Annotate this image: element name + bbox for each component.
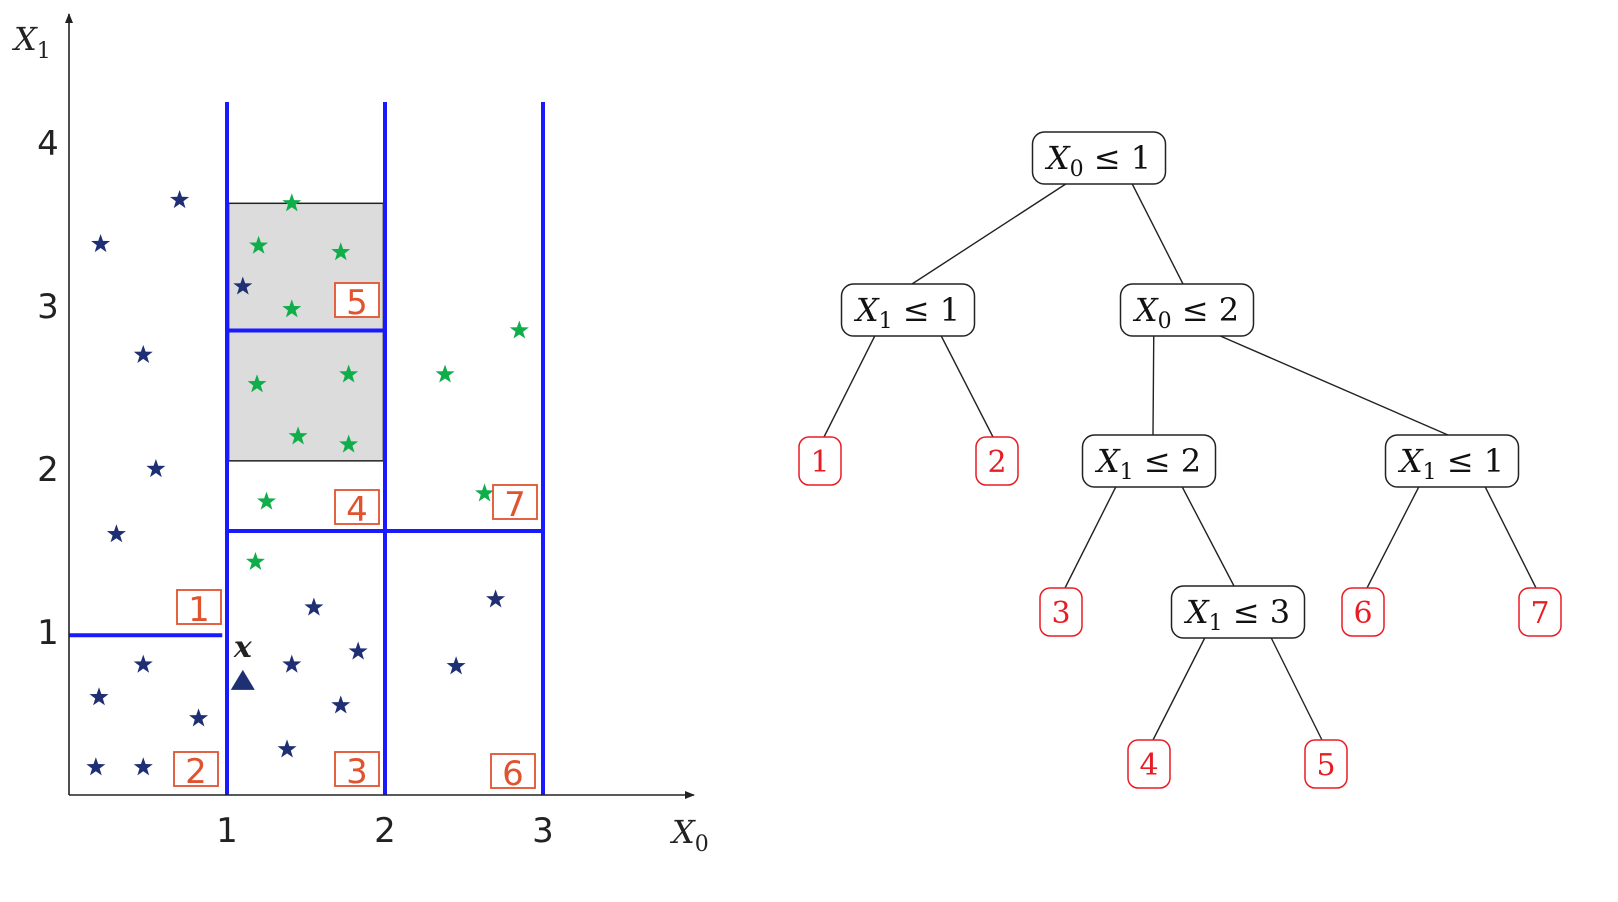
- region-label-box: [173, 751, 219, 787]
- tree-edge: [940, 335, 994, 438]
- tree-edge: [823, 335, 876, 438]
- split-node-n_rlr: [1170, 585, 1306, 639]
- tree-edge: [1064, 486, 1117, 589]
- tree-edge: [1181, 486, 1235, 587]
- split-condition-n_rr: X1 ≤ 1: [1397, 442, 1504, 485]
- split-node-n_rl: [1081, 434, 1217, 488]
- split-boundaries: [69, 102, 545, 795]
- region-label-4: 4: [346, 490, 368, 530]
- leaf-label-2: 2: [987, 445, 1006, 480]
- leaf-node-3: [1039, 587, 1083, 637]
- region-labels: 1 2 3 4 5 6 7: [173, 282, 538, 794]
- dark-star-point: [331, 695, 351, 714]
- green-star-point: [245, 551, 265, 570]
- leaf-label-6: 6: [1353, 596, 1372, 631]
- leaf-label-5: 5: [1316, 748, 1335, 783]
- region-label-5: 5: [346, 283, 368, 323]
- split-condition-n_rlr: X1 ≤ 3: [1183, 593, 1290, 636]
- region-label-box: [492, 484, 538, 520]
- dark-star-point: [486, 589, 506, 608]
- region-label-3: 3: [346, 752, 368, 792]
- shaded-regions: [227, 202, 385, 462]
- split-condition-n_rl: X1 ≤ 2: [1094, 442, 1201, 485]
- leaf-node-1: [798, 436, 842, 486]
- dark-star-point: [170, 190, 190, 209]
- tree-edges: [823, 183, 1537, 741]
- green-star-point: [509, 320, 529, 339]
- y-tick-label: 4: [37, 124, 59, 164]
- region-label-box: [176, 589, 222, 625]
- dark-star-point: [86, 757, 106, 776]
- leaf-node-7: [1518, 587, 1562, 637]
- region-label-7: 7: [504, 485, 526, 525]
- green-star-point: [435, 364, 455, 383]
- region-label-6: 6: [502, 754, 524, 794]
- split-condition-n_r: X0 ≤ 2: [1132, 291, 1239, 334]
- y-tick-label: 2: [37, 450, 59, 490]
- dark-star-point: [146, 459, 166, 478]
- dark-star-point: [282, 654, 302, 673]
- region-label-box: [334, 489, 380, 525]
- dark-star-point: [91, 234, 111, 253]
- decision-tree: X0 ≤ 1 X1 ≤ 1 X0 ≤ 2 X1 ≤ 2 X1 ≤ 1 X1 ≤ 3 1 2 3 4…: [798, 131, 1562, 789]
- dark-star-point: [348, 641, 368, 660]
- region-label-box: [490, 753, 536, 789]
- dark-star-point: [304, 597, 324, 616]
- split-node-n_r: [1119, 283, 1255, 337]
- tree-nodes: X0 ≤ 1 X1 ≤ 1 X0 ≤ 2 X1 ≤ 2 X1 ≤ 1 X1 ≤ 3 1 2 3 4…: [798, 131, 1562, 789]
- x-tick-label: 2: [374, 811, 396, 851]
- dark-star-point: [189, 708, 209, 727]
- green-star-point: [475, 483, 495, 502]
- dark-star-point: [446, 656, 466, 675]
- y-tick-label: 3: [37, 287, 59, 327]
- tree-edge: [1152, 637, 1206, 741]
- region-label-box: [334, 751, 380, 787]
- dark-star-point: [89, 687, 109, 706]
- dark-star-point: [277, 739, 297, 758]
- leaf-label-3: 3: [1051, 596, 1070, 631]
- dark-star-point: [133, 344, 153, 363]
- dark-star-point: [106, 524, 126, 543]
- y-tick-label: 1: [37, 613, 59, 653]
- query-point: x: [230, 630, 255, 690]
- leaf-node-5: [1304, 739, 1348, 789]
- region-label-1: 1: [188, 590, 210, 630]
- leaf-label-1: 1: [810, 445, 829, 480]
- tree-edge: [1484, 486, 1537, 589]
- split-condition-n_l: X1 ≤ 1: [853, 291, 960, 334]
- query-point-marker: [230, 669, 255, 690]
- x-tick-label: 1: [216, 811, 238, 851]
- x-tick-label: 3: [532, 811, 554, 851]
- tree-edge: [911, 183, 1067, 285]
- dark-star-point: [133, 654, 153, 673]
- y-axis-label: X1: [11, 20, 51, 64]
- query-point-label: x: [233, 630, 253, 665]
- x-axis-label: X0: [669, 813, 709, 857]
- leaf-node-2: [975, 436, 1019, 486]
- tree-edge: [1131, 183, 1184, 285]
- leaf-node-4: [1127, 739, 1171, 789]
- shaded-box-region-4: [227, 329, 385, 462]
- region-label-box: [334, 282, 380, 318]
- green-star-point: [256, 491, 277, 510]
- dark-star-point: [133, 757, 153, 776]
- tree-edge: [1366, 486, 1420, 589]
- leaf-node-6: [1341, 587, 1385, 637]
- leaf-label-4: 4: [1139, 748, 1158, 783]
- tree-edge: [1270, 637, 1323, 741]
- split-node-root: [1031, 131, 1167, 185]
- region-label-2: 2: [185, 752, 207, 792]
- tree-edge: [1219, 335, 1449, 436]
- split-node-n_l: [840, 283, 976, 337]
- split-node-n_rr: [1384, 434, 1520, 488]
- tree-edge: [1152, 335, 1155, 436]
- split-condition-root: X0 ≤ 1: [1044, 139, 1151, 182]
- leaf-label-7: 7: [1530, 596, 1549, 631]
